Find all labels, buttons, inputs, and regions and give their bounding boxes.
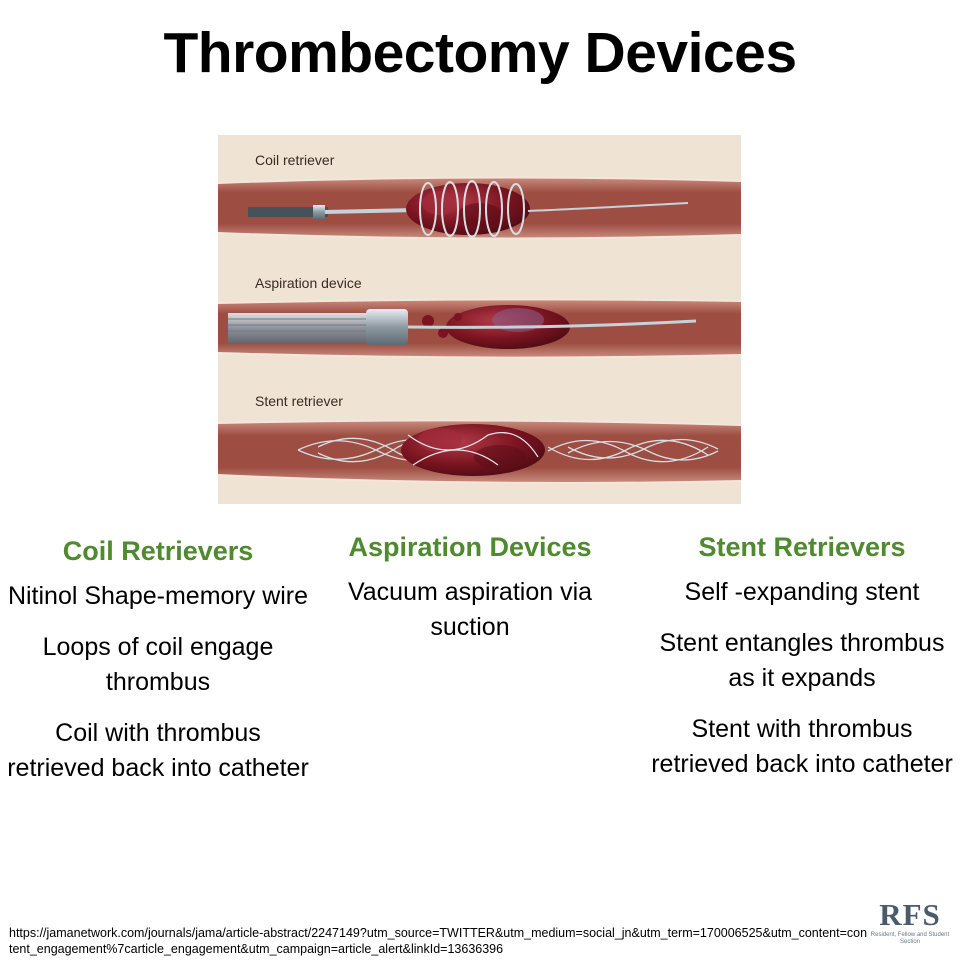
coil-item-3: Coil with thrombus retrieved back into c… <box>7 719 309 783</box>
thrombus-stent <box>401 424 545 476</box>
thrombectomy-illustration: Coil retriever Aspiration device <box>218 135 741 504</box>
panel-label-stent: Stent retriever <box>255 393 343 409</box>
rfs-logo-mark: RFS <box>879 897 941 932</box>
rfs-logo-subtitle: Resident, Fellow and Student Section <box>870 932 950 945</box>
rfs-logo: RFS Resident, Fellow and Student Section <box>866 898 954 956</box>
aspiration-item-1: Vacuum aspiration via suction <box>347 578 593 642</box>
aspiration-devices-column: Aspiration Devices Vacuum aspiration via… <box>318 530 622 661</box>
stent-retrievers-heading: Stent Retrievers <box>698 532 906 562</box>
source-link[interactable]: https://jamanetwork.com/journals/jama/ar… <box>9 926 868 956</box>
coil-loops <box>419 180 525 238</box>
panel-label-coil: Coil retriever <box>255 152 335 168</box>
coil-retrievers-column: Coil Retrievers Nitinol Shape-memory wir… <box>5 534 311 802</box>
stent-item-3: Stent with thrombus retrieved back into … <box>651 715 953 779</box>
aspiration-devices-heading: Aspiration Devices <box>348 532 592 562</box>
stent-item-2: Stent entangles thrombus as it expands <box>659 629 945 693</box>
panel-label-aspiration: Aspiration device <box>255 275 362 291</box>
coil-item-2: Loops of coil engage thrombus <box>42 633 274 697</box>
coil-retrievers-heading: Coil Retrievers <box>62 536 254 566</box>
slide-title: Thrombectomy Devices <box>163 21 797 85</box>
stent-item-1: Self -expanding stent <box>684 578 920 607</box>
stent-retrievers-column: Stent Retrievers Self -expanding stent S… <box>650 530 954 798</box>
coil-item-1: Nitinol Shape-memory wire <box>7 582 309 611</box>
